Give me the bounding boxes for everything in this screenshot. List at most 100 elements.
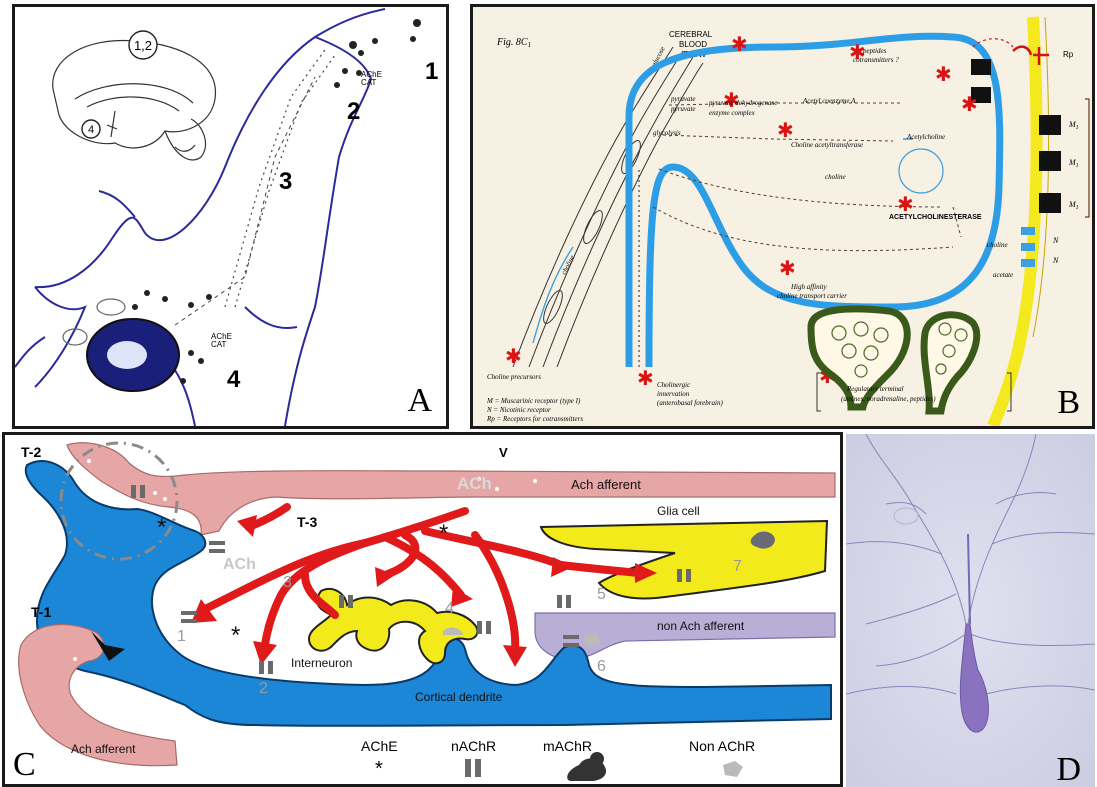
circle-label-left-text: 4 <box>88 124 94 136</box>
glia-cell <box>541 521 827 598</box>
legend-nachr-symbol <box>475 759 481 777</box>
panel-b: Fig. 8C1 CEREBRAL BLOOD FLOW glucose cho… <box>470 4 1095 429</box>
legend-line: Rp = Receptors for cotransmitters <box>486 415 583 423</box>
legend-label: Non AChR <box>689 738 755 754</box>
nicotinic-receptors <box>1021 227 1035 267</box>
hact-label: High affinity <box>790 283 827 291</box>
organelle <box>97 299 125 315</box>
acetate-label: acetate <box>993 271 1013 279</box>
ach-afferent-top <box>67 443 835 535</box>
cholinergic-label: (anterobasal forebrain) <box>657 399 723 407</box>
regulatory-label: Regulatory terminal <box>846 385 904 393</box>
vesicle <box>899 149 943 193</box>
legend: AChE nAChR mAChR Non AChR * <box>361 738 755 781</box>
acetyl-coa-label: Acetyl coenzyme A <box>802 97 856 105</box>
svg-text:✱: ✱ <box>505 346 522 368</box>
brain-sketch <box>53 41 216 160</box>
cholinergic-label: Cholinergic <box>657 381 691 389</box>
panel-d-micrograph <box>846 434 1095 787</box>
svg-text:✱: ✱ <box>777 120 794 142</box>
number-label: 4 <box>227 366 241 393</box>
cholinergic-label: innervation <box>657 390 690 398</box>
regulatory-label: (amines, noradrenaline, peptides) <box>841 395 936 403</box>
site-number: 6 <box>597 658 606 675</box>
legend-line: N = Nicotinic receptor <box>486 406 551 414</box>
pathway-arrows <box>653 103 961 251</box>
cat-label-top: CAT <box>361 78 377 87</box>
panel-a: 1,2 4 AChE CAT <box>12 4 449 429</box>
m-receptor-label: M1 <box>1068 120 1079 131</box>
svg-text:✱: ✱ <box>897 194 914 216</box>
pyruvate-label: pyruvate <box>670 105 696 113</box>
svg-text:*: * <box>157 514 166 541</box>
legend-non-achr-symbol <box>723 761 743 777</box>
acetylcholine-label: Acetylcholine <box>906 133 945 141</box>
legend-line: M = Muscarinic receptor (type I) <box>486 397 581 405</box>
cbf-label: BLOOD <box>679 40 707 49</box>
svg-text:✱: ✱ <box>731 34 748 56</box>
glycolysis-label: glycolysis <box>653 129 681 137</box>
t1-label: T-1 <box>31 604 51 620</box>
panel-b-drawing: Fig. 8C1 CEREBRAL BLOOD FLOW glucose cho… <box>473 7 1092 426</box>
n-receptor-label: N <box>1052 236 1059 245</box>
legend-label: mAChR <box>543 738 592 754</box>
panel-c-drawing: * * * T-2 T-1 T-3 V ACh Ach afferent ACh G… <box>5 435 840 784</box>
m-receptor-label: M1 <box>1068 158 1079 169</box>
t2-label: T-2 <box>21 444 41 460</box>
svg-text:✱: ✱ <box>961 94 978 116</box>
chat-label: Choline acetyltransferase <box>791 141 863 149</box>
number-label: 2 <box>347 98 360 125</box>
peptides-label: peptides <box>862 47 887 55</box>
pdh-label: enzyme complex <box>709 109 756 117</box>
legend-ache-symbol: * <box>375 758 383 780</box>
number-label: 1 <box>425 58 438 85</box>
panel-a-drawing: 1,2 4 AChE CAT <box>15 7 446 426</box>
svg-text:✱: ✱ <box>935 64 952 86</box>
panel-label-b: B <box>1057 384 1080 422</box>
choline-label: choline <box>825 173 846 181</box>
ach-label-mid: ACh <box>223 556 256 573</box>
panel-label-d: D <box>1056 751 1081 787</box>
ach-afferent-bottom-label: Ach afferent <box>71 742 136 756</box>
nucleolus <box>107 341 147 369</box>
hact-label: choline transport carrier <box>777 292 847 300</box>
panel-label-a: A <box>407 382 432 420</box>
svg-text:*: * <box>231 622 240 649</box>
ache-label: ACETYLCHOLINESTERASE <box>889 214 982 221</box>
site-number: 3 <box>283 574 292 591</box>
circle-label-top-text: 1,2 <box>134 38 152 53</box>
cbf-label: CEREBRAL <box>669 30 713 39</box>
precursors-label: Choline precursors <box>487 373 541 381</box>
svg-text:✱: ✱ <box>779 258 796 280</box>
cat-label-bottom: CAT <box>211 340 227 349</box>
receptor-bracket <box>1085 99 1089 217</box>
cortical-dendrite-label: Cortical dendrite <box>415 690 503 704</box>
non-ach-afferent-label: non Ach afferent <box>657 619 745 633</box>
axon-dots <box>175 47 335 325</box>
panel-c: * * * T-2 T-1 T-3 V ACh Ach afferent ACh G… <box>2 432 843 787</box>
legend-machr-symbol <box>590 752 604 766</box>
glia-label: Glia cell <box>657 504 700 518</box>
site-number: 4 <box>445 600 454 617</box>
pdh-label: pyruvate dehydrogenase <box>708 99 777 107</box>
site-number: 2 <box>259 680 268 697</box>
t3-label: T-3 <box>297 514 317 530</box>
pyruvate-label: pyruvate <box>670 95 696 103</box>
ach-label-top: ACh <box>457 474 492 493</box>
legend-label: AChE <box>361 738 398 754</box>
figure-title: Fig. 8C1 <box>496 37 531 49</box>
interneuron-label: Interneuron <box>291 656 352 670</box>
site-number: 5 <box>597 586 606 603</box>
m-receptor-label: M1 <box>1068 200 1079 211</box>
number-label: 3 <box>279 168 292 195</box>
svg-text:*: * <box>439 520 448 547</box>
n-receptor-label: N <box>1052 256 1059 265</box>
site-number: 1 <box>177 628 186 645</box>
panel-d: D <box>846 434 1095 787</box>
v-label: V <box>499 445 508 460</box>
ach-afferent-top-label: Ach afferent <box>571 477 641 492</box>
svg-text:✱: ✱ <box>637 368 654 390</box>
peptides-label: cotransmitters ? <box>853 56 899 64</box>
legend-label: nAChR <box>451 738 496 754</box>
choline-right-label: choline <box>987 241 1008 249</box>
